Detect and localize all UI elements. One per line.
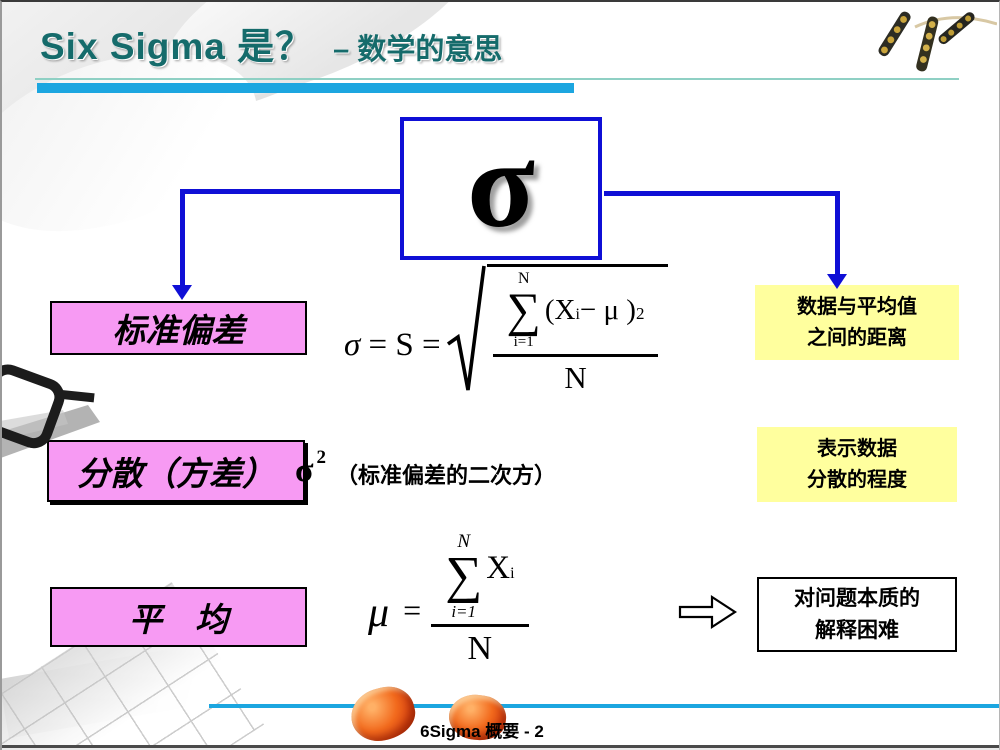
note-line: 对问题本质的 xyxy=(794,587,920,610)
bottom-rule xyxy=(2,745,999,748)
label-mean: 平 均 xyxy=(129,601,228,638)
arrow-down-icon xyxy=(172,285,192,300)
label-standard-deviation: 标准偏差 xyxy=(112,312,245,349)
connector-left-horizontal xyxy=(180,189,402,194)
term-mid: − μ ) xyxy=(579,294,636,327)
sum-lower-limit: i=1 xyxy=(513,334,534,351)
sigma-symbol-box: σ xyxy=(400,117,602,260)
mu-var: μ xyxy=(368,589,390,636)
term-subscript: i xyxy=(575,306,580,324)
eyeglasses-icon xyxy=(2,364,100,458)
connector-right-horizontal xyxy=(604,191,840,196)
formula-lhs: σ = S = xyxy=(344,327,441,364)
page-title: Six Sigma 是？ – 数学的意思 xyxy=(40,16,502,70)
equals-s: = S = xyxy=(360,326,441,363)
header-thin-line xyxy=(35,78,959,80)
variance-note: （标准偏差的二次方） xyxy=(336,463,557,488)
sigma-squared-exponent: 2 xyxy=(316,447,327,468)
sum-symbol: ∑ xyxy=(445,547,483,604)
sum-symbol: ∑ xyxy=(506,284,541,337)
sum-upper-limit: N xyxy=(517,270,530,287)
label-box-mean: 平 均 xyxy=(50,587,307,647)
page-title-main: Six Sigma 是？ xyxy=(40,26,314,67)
formula-variance: σ 2 （标准偏差的二次方） xyxy=(295,448,556,490)
radical-sign xyxy=(446,265,486,391)
label-box-standard-deviation: 标准偏差 xyxy=(50,301,307,355)
term-x: X xyxy=(486,550,511,587)
note-line: 分散的程度 xyxy=(807,468,907,491)
sigma-squared-base: σ xyxy=(295,452,314,489)
note-line: 之间的距离 xyxy=(807,326,907,349)
denominator: N xyxy=(564,360,587,396)
sigma-symbol: σ xyxy=(467,116,535,254)
header-accent-bar xyxy=(37,83,574,93)
connector-right-vertical xyxy=(835,191,840,275)
sum-upper-limit: N xyxy=(457,531,471,552)
equals-sign: = xyxy=(403,592,422,629)
summation: N ∑ i=1 xyxy=(445,532,482,620)
sigma-var: σ xyxy=(344,326,361,363)
note-box-explanation: 对问题本质的 解释困难 xyxy=(757,577,957,652)
page-title-sub: – 数学的意思 xyxy=(333,34,503,66)
sum-lower-limit: i=1 xyxy=(451,601,477,621)
connector-left-vertical xyxy=(180,189,185,286)
term-open: (X xyxy=(544,294,576,327)
note-line: 解释困难 xyxy=(815,618,899,642)
arrow-right-outline-icon xyxy=(678,594,738,630)
bottom-pale-strip xyxy=(2,748,999,750)
note-box-distance: 数据与平均值 之间的距离 xyxy=(755,285,959,360)
label-variance: 分散（方差） xyxy=(77,455,275,492)
note-line: 表示数据 xyxy=(817,437,897,460)
note-box-dispersion: 表示数据 分散的程度 xyxy=(757,427,957,502)
term-exponent: 2 xyxy=(635,304,645,324)
label-box-variance: 分散（方差） xyxy=(47,440,305,502)
term-subscript: i xyxy=(510,565,515,583)
hairpins-icon xyxy=(878,11,997,72)
footer-accent-line xyxy=(209,704,999,708)
denominator: N xyxy=(467,629,493,667)
slide-page-footer: 6Sigma 概要 - 2 xyxy=(420,722,544,741)
arrow-down-icon xyxy=(827,274,847,289)
note-line: 数据与平均值 xyxy=(797,295,917,318)
summation: N ∑ i=1 xyxy=(507,271,541,350)
